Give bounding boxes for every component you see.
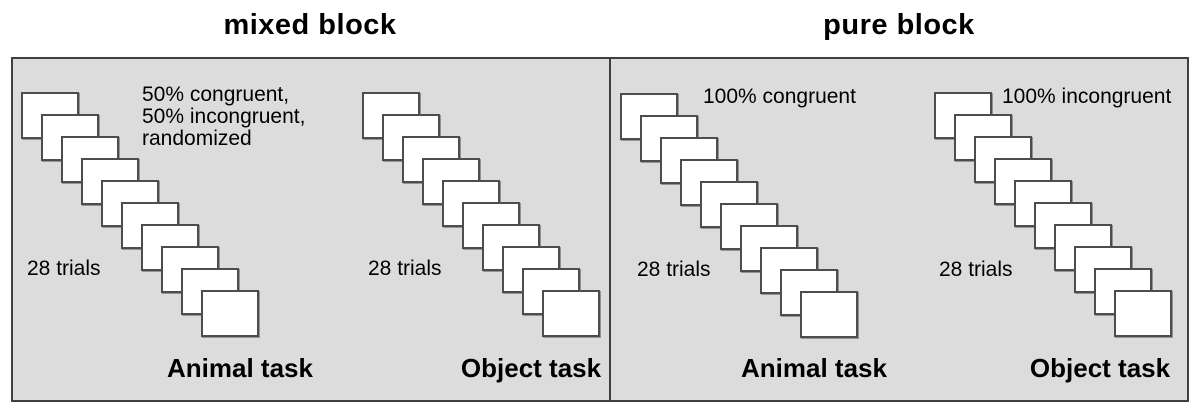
trial-stack-pure-animal [620,93,858,338]
task-label-pure-animal: Animal task [741,353,887,383]
pure-block-title: pure block [823,9,975,41]
trial-stack-pure-object [934,92,1172,337]
trials-count-pure-object: 28 trials [939,258,1013,281]
trial-stack-mixed-animal [21,92,259,337]
task-label-mixed-animal: Animal task [167,353,313,383]
trial-card [800,291,858,338]
trial-stack-mixed-object [362,92,600,337]
trial-card [542,290,600,337]
task-label-mixed-object: Object task [460,353,602,383]
trials-count-pure-animal: 28 trials [637,258,711,281]
mixed-condition-label: 50% congruent, 50% incongruent, randomiz… [142,83,306,150]
mixed-block-title: mixed block [223,9,397,41]
pure-incongruent-label: 100% incongruent [1002,85,1172,108]
trial-card [201,290,259,337]
task-label-pure-object: Object task [1029,353,1171,383]
trials-count-mixed-object: 28 trials [368,257,442,280]
trial-card [1114,290,1172,337]
pure-congruent-label: 100% congruent [703,85,856,108]
trials-count-mixed-animal: 28 trials [27,257,101,280]
